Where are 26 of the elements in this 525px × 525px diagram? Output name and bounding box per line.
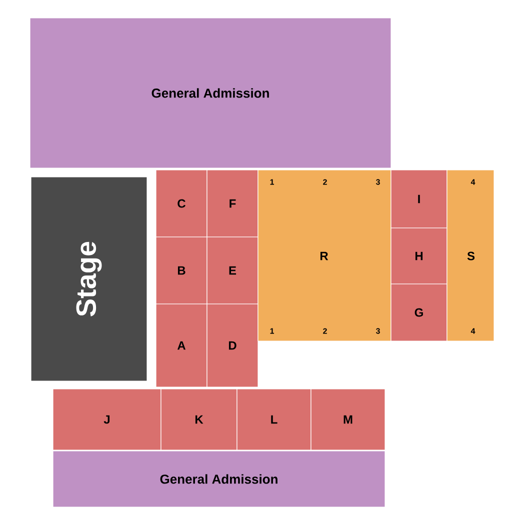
seating-section: R 1 2 3 1 2 3	[258, 170, 392, 342]
seating-section: F	[206, 170, 258, 238]
seating-section: E	[206, 236, 258, 304]
row-number: 1	[270, 328, 274, 334]
seating-section: J	[52, 388, 162, 450]
row-number: 2	[323, 328, 327, 334]
seating-section: H	[390, 228, 448, 284]
seating-section: B	[156, 236, 208, 304]
row-number: 4	[470, 328, 476, 334]
seating-section: I	[390, 170, 448, 228]
seating-section: A	[156, 304, 208, 388]
seating-section: G	[390, 284, 448, 342]
row-number: 3	[376, 179, 380, 185]
row-number: 4	[470, 179, 476, 185]
seating-section: C	[156, 170, 208, 238]
seating-section: K	[160, 388, 238, 450]
seating-area: General Admission	[30, 18, 392, 168]
row-number: 3	[376, 328, 380, 334]
seating-section: D	[206, 304, 258, 388]
seating-section: S 4 4	[446, 170, 494, 342]
row-number: 2	[323, 179, 327, 185]
seating-area: General Admission	[52, 450, 386, 508]
row-number: 1	[270, 179, 274, 185]
seating-section: M	[310, 388, 386, 450]
seating-section: L	[236, 388, 312, 450]
stage-block: Stage	[30, 176, 148, 382]
